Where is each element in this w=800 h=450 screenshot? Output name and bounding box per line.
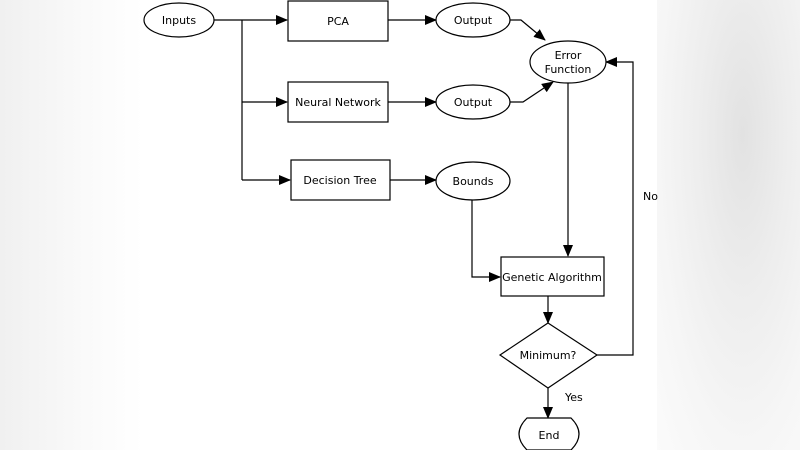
edge-label-no: No bbox=[643, 190, 658, 203]
node-output-2-label: Output bbox=[454, 96, 493, 109]
node-minimum-decision: Minimum? bbox=[498, 322, 599, 389]
node-minimum-label: Minimum? bbox=[520, 349, 577, 362]
node-output-1-label: Output bbox=[454, 14, 493, 27]
background-left-panel bbox=[0, 0, 143, 450]
node-end-label: End bbox=[539, 429, 560, 442]
node-end: End bbox=[518, 417, 580, 450]
node-bounds: Bounds bbox=[435, 161, 511, 201]
node-inputs-label: Inputs bbox=[162, 14, 196, 27]
node-output-1: Output bbox=[435, 2, 511, 38]
node-output-2: Output bbox=[435, 84, 511, 120]
background-right-panel bbox=[657, 0, 800, 450]
node-genetic-algorithm-label: Genetic Algorithm bbox=[502, 271, 602, 284]
node-decision-tree-label: Decision Tree bbox=[303, 174, 376, 187]
node-bounds-label: Bounds bbox=[453, 175, 494, 188]
edge-output1-error-function bbox=[510, 19, 546, 41]
node-pca: PCA bbox=[287, 0, 389, 42]
node-decision-tree: Decision Tree bbox=[290, 159, 391, 201]
node-neural-network-label: Neural Network bbox=[295, 96, 381, 109]
edge-bounds-genetic-algorithm bbox=[471, 200, 501, 282]
edge-minimum-no-loop bbox=[597, 57, 634, 356]
node-neural-network: Neural Network bbox=[287, 81, 389, 123]
edge-label-yes: Yes bbox=[564, 391, 583, 404]
node-inputs: Inputs bbox=[143, 2, 215, 38]
node-error-function-label-line2: Function bbox=[545, 63, 592, 76]
node-error-function-label-line1: Error bbox=[555, 49, 582, 62]
edge-output2-error-function bbox=[510, 81, 554, 103]
node-pca-label: PCA bbox=[327, 15, 349, 28]
node-error-function: Error Function bbox=[529, 40, 607, 84]
node-genetic-algorithm: Genetic Algorithm bbox=[500, 256, 605, 297]
